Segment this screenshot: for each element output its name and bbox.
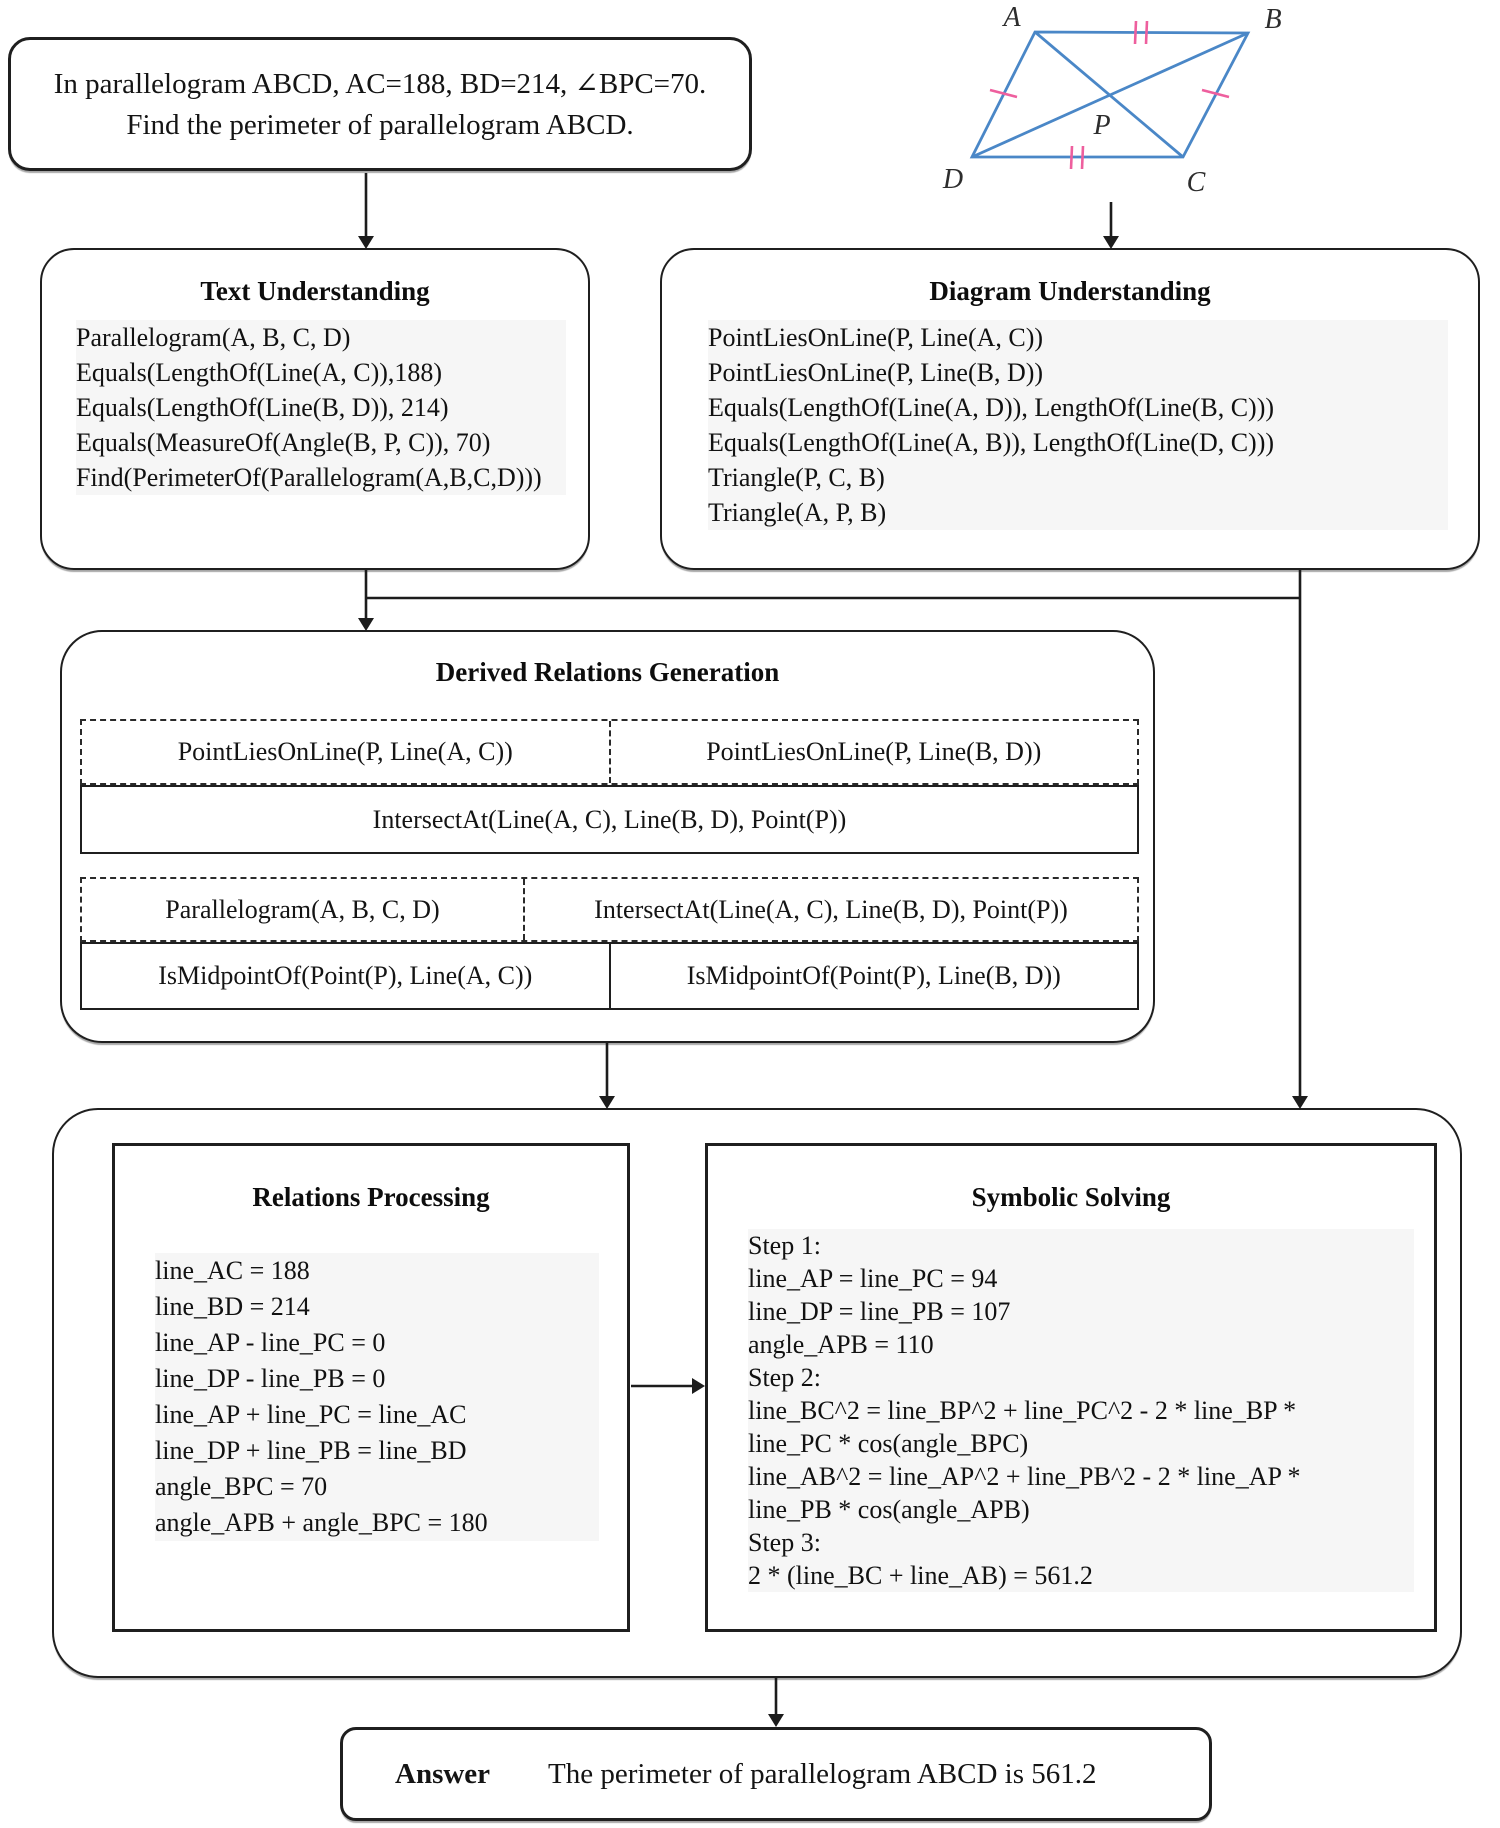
- statement-line: Triangle(P, C, B): [708, 463, 885, 492]
- vertex-label-d: D: [942, 164, 963, 195]
- statement-line: PointLiesOnLine(P, Line(A, C)): [708, 323, 1044, 352]
- statement-line: Parallelogram(A, B, C, D): [76, 323, 351, 352]
- vertex-label-a: A: [1001, 2, 1021, 33]
- text-understanding-title: Text Understanding: [200, 276, 430, 306]
- symbolic-solving-title: Symbolic Solving: [971, 1182, 1171, 1212]
- answer-label: Answer: [395, 1757, 491, 1790]
- solving-line: line_AP = line_PC = 94: [748, 1264, 998, 1293]
- problem-line-2: Find the perimeter of parallelogram ABCD…: [126, 109, 634, 141]
- premise-cell: Parallelogram(A, B, C, D): [165, 894, 440, 924]
- arrow-diagram-to-solving: [1292, 570, 1308, 1109]
- derived-premise-row-1: PointLiesOnLine(P, Line(A, C)) PointLies…: [80, 719, 1139, 785]
- answer-text: The perimeter of parallelogram ABCD is 5…: [548, 1757, 1097, 1790]
- statement-line: Equals(LengthOf(Line(B, D)), 214): [76, 393, 449, 422]
- derived-conclusion-row-2: IsMidpointOf(Point(P), Line(A, C)) IsMid…: [80, 942, 1139, 1010]
- solving-line: line_BC^2 = line_BP^2 + line_PC^2 - 2 * …: [748, 1396, 1297, 1425]
- statement-line: Equals(LengthOf(Line(A, B)), LengthOf(Li…: [708, 428, 1275, 457]
- premise-cell: IntersectAt(Line(A, C), Line(B, D), Poin…: [522, 879, 1137, 940]
- arrow-problem-to-text: [358, 173, 374, 249]
- vertex-label-b: B: [1264, 4, 1281, 35]
- diagonal-bd: [971, 31, 1249, 159]
- tick-dc-2: [1080, 145, 1085, 170]
- tick-ab-1: [1133, 20, 1138, 45]
- arrow-text-to-derived: [358, 570, 374, 631]
- solving-line: line_AB^2 = line_AP^2 + line_PB^2 - 2 * …: [748, 1462, 1301, 1491]
- solving-line: 2 * (line_BC + line_AB) = 561.2: [748, 1561, 1093, 1590]
- solving-line: line_PB * cos(angle_APB): [748, 1495, 1030, 1524]
- congruence-tick-marks: [989, 20, 1230, 170]
- solving-line: Step 1:: [748, 1231, 821, 1260]
- solving-line: angle_APB = 110: [748, 1330, 934, 1359]
- relation-line: line_AC = 188: [155, 1256, 310, 1285]
- relations-processing-title: Relations Processing: [252, 1182, 490, 1212]
- conclusion-cell: IsMidpointOf(Point(P), Line(A, C)): [158, 961, 533, 990]
- relation-line: line_DP - line_PB = 0: [155, 1364, 386, 1393]
- derived-premise-row-2: Parallelogram(A, B, C, D) IntersectAt(Li…: [80, 877, 1139, 942]
- statement-line: PointLiesOnLine(P, Line(B, D)): [708, 358, 1044, 387]
- diagram-understanding-box: Diagram Understanding PointLiesOnLine(P,…: [660, 248, 1480, 570]
- tick-ad: [989, 88, 1018, 99]
- vertex-label-c: C: [1187, 167, 1206, 198]
- relation-line: line_AP + line_PC = line_AC: [155, 1400, 467, 1429]
- relation-line: angle_APB + angle_BPC = 180: [155, 1508, 488, 1537]
- diagram-understanding-lines: PointLiesOnLine(P, Line(A, C)) PointLies…: [708, 320, 1448, 530]
- tick-dc-1: [1069, 145, 1074, 170]
- statement-line: Find(PerimeterOf(Parallelogram(A,B,C,D))…: [76, 463, 542, 492]
- tick-ab-2: [1144, 20, 1149, 45]
- statement-line: Equals(MeasureOf(Angle(B, P, C)), 70): [76, 428, 491, 457]
- parallelogram-figure: A B C D P: [942, 2, 1282, 198]
- symbolic-solving-lines: Step 1: line_AP = line_PC = 94 line_DP =…: [748, 1229, 1414, 1592]
- parallelogram-outline: [969, 30, 1251, 159]
- conclusion-cell: IntersectAt(Line(A, C), Line(B, D), Poin…: [372, 804, 847, 834]
- derived-relations-title: Derived Relations Generation: [435, 657, 780, 687]
- arrow-derived-to-solving: [599, 1043, 615, 1109]
- solving-line: Step 3:: [748, 1528, 821, 1557]
- statement-line: Equals(LengthOf(Line(A, D)), LengthOf(Li…: [708, 393, 1275, 422]
- solving-line: Step 2:: [748, 1363, 821, 1392]
- arrow-solving-to-answer: [768, 1678, 784, 1727]
- derived-conclusion-row-1: IntersectAt(Line(A, C), Line(B, D), Poin…: [80, 785, 1139, 854]
- relations-processing-box: Relations Processing line_AC = 188 line_…: [112, 1143, 630, 1632]
- premise-cell: PointLiesOnLine(P, Line(A, C)): [177, 737, 513, 766]
- statement-line: Equals(LengthOf(Line(A, C)),188): [76, 358, 443, 387]
- answer-box: Answer The perimeter of parallelogram AB…: [340, 1727, 1212, 1821]
- premise-cell: PointLiesOnLine(P, Line(B, D)): [608, 721, 1138, 783]
- tick-bc: [1201, 88, 1230, 99]
- problem-statement-box: In parallelogram ABCD, AC=188, BD=214, ∠…: [8, 37, 752, 171]
- relation-line: line_AP - line_PC = 0: [155, 1328, 386, 1357]
- derived-relations-box: Derived Relations Generation PointLiesOn…: [60, 630, 1155, 1043]
- text-understanding-lines: Parallelogram(A, B, C, D) Equals(LengthO…: [76, 320, 566, 495]
- text-understanding-box: Text Understanding Parallelogram(A, B, C…: [40, 248, 590, 570]
- point-label-p: P: [1092, 110, 1110, 141]
- statement-line: Triangle(A, P, B): [708, 498, 887, 527]
- conclusion-cell: IsMidpointOf(Point(P), Line(B, D)): [608, 944, 1138, 1008]
- problem-line-1: In parallelogram ABCD, AC=188, BD=214, ∠…: [53, 68, 707, 100]
- solving-line: line_PC * cos(angle_BPC): [748, 1429, 1029, 1458]
- relation-line: line_DP + line_PB = line_BD: [155, 1436, 467, 1465]
- relations-processing-lines: line_AC = 188 line_BD = 214 line_AP - li…: [155, 1253, 599, 1541]
- symbolic-solving-box: Symbolic Solving Step 1: line_AP = line_…: [705, 1143, 1437, 1632]
- relation-line: angle_BPC = 70: [155, 1472, 328, 1501]
- solving-line: line_DP = line_PB = 107: [748, 1297, 1011, 1326]
- relation-line: line_BD = 214: [155, 1292, 310, 1321]
- diagram-understanding-title: Diagram Understanding: [929, 276, 1211, 306]
